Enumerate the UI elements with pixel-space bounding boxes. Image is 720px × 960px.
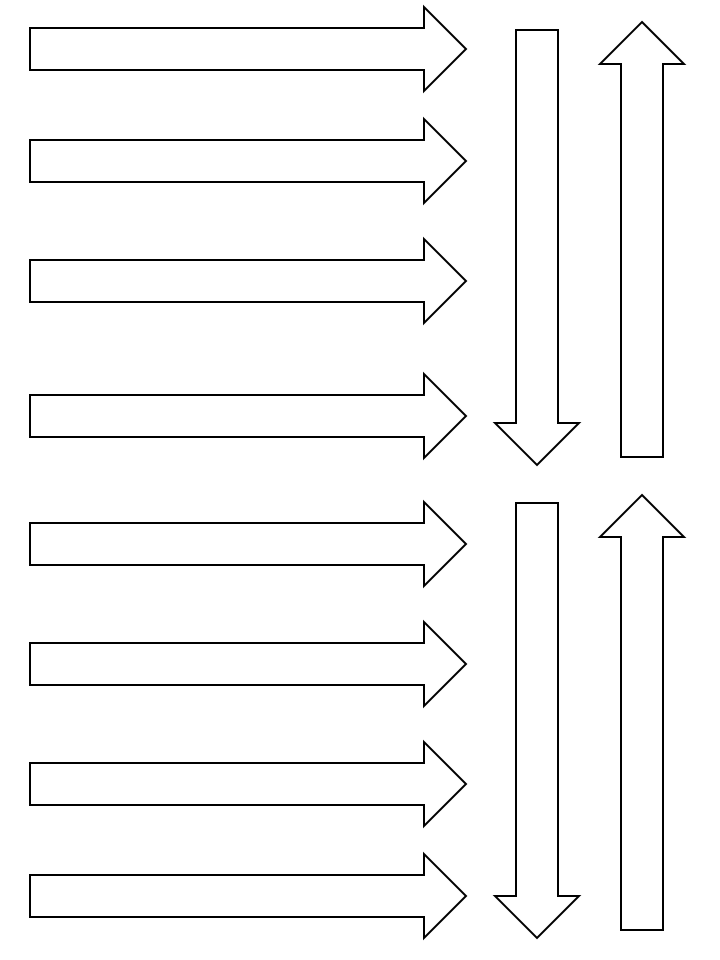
arrow-layer xyxy=(29,4,687,941)
right-arrow-icon xyxy=(29,4,468,94)
right-arrow-icon xyxy=(29,499,468,589)
right-arrow-icon xyxy=(29,619,468,709)
up-arrow-icon xyxy=(597,20,687,458)
down-arrow-icon xyxy=(492,502,582,940)
right-arrow-icon xyxy=(29,739,468,829)
right-arrow-icon xyxy=(29,116,468,206)
right-arrow-icon xyxy=(29,371,468,461)
up-arrow-icon xyxy=(597,493,687,931)
right-arrow-icon xyxy=(29,851,468,941)
down-arrow-icon xyxy=(492,29,582,467)
right-arrow-icon xyxy=(29,236,468,326)
